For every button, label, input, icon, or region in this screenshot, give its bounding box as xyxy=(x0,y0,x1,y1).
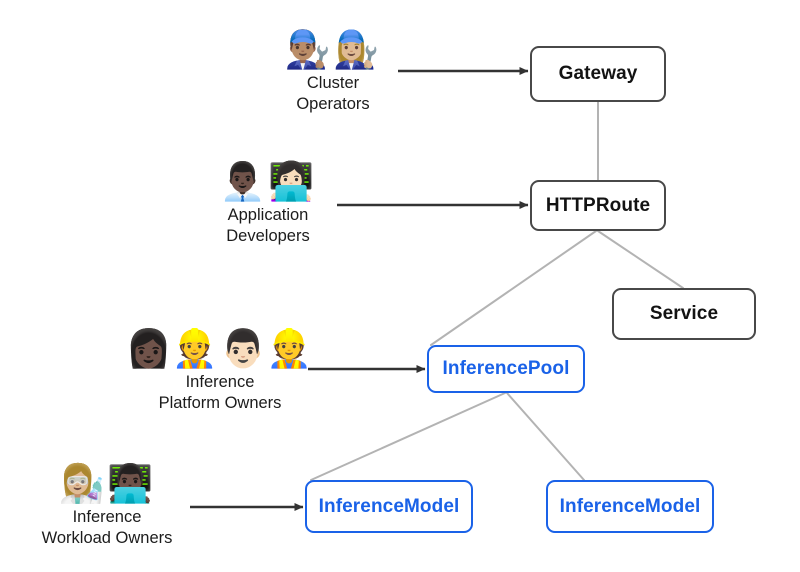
link-inferencepool-inferencemodel-1 xyxy=(310,392,506,481)
persona-inference-platform-owners: 👩🏿‍👷👨🏻‍👷 Inference Platform Owners xyxy=(105,327,335,414)
persona-application-developers: 👨🏿‍💼👩🏻‍💻 Application Developers xyxy=(153,160,383,247)
persona-label-line1: Application xyxy=(227,206,309,224)
persona-label-line1: Cluster xyxy=(306,74,360,92)
link-httproute-service xyxy=(597,230,684,289)
node-inferencemodel-1[interactable]: InferenceModel xyxy=(305,480,473,533)
persona-inference-workload-owners: 👩🏼‍🔬👨🏿‍💻 Inference Workload Owners xyxy=(0,462,222,549)
persona-label-line2: Platform Owners xyxy=(158,394,282,412)
link-httproute-inferencepool xyxy=(430,230,597,346)
node-gateway[interactable]: Gateway xyxy=(530,46,666,102)
node-service[interactable]: Service xyxy=(612,288,756,340)
persona-label-line2: Workload Owners xyxy=(41,529,173,547)
link-inferencepool-inferencemodel-2 xyxy=(506,392,585,481)
node-httproute[interactable]: HTTPRoute xyxy=(530,180,666,231)
inference-workload-owners-emoji-icon: 👩🏼‍🔬👨🏿‍💻 xyxy=(58,462,156,505)
persona-label-line1: Inference xyxy=(72,508,142,526)
application-developers-emoji-icon: 👨🏿‍💼👩🏻‍💻 xyxy=(219,160,317,203)
inference-platform-owners-emoji-icon: 👩🏿‍👷👨🏻‍👷 xyxy=(125,327,315,370)
persona-label-line1: Inference xyxy=(185,373,255,391)
persona-label-application-developers: Application Developers xyxy=(226,205,309,247)
persona-cluster-operators: 👨🏽‍🔧👩🏼‍🔧 Cluster Operators xyxy=(218,28,448,115)
persona-label-line2: Developers xyxy=(226,227,310,245)
persona-label-inference-platform-owners: Inference Platform Owners xyxy=(159,372,282,414)
persona-label-cluster-operators: Cluster Operators xyxy=(296,73,369,115)
persona-label-line2: Operators xyxy=(296,95,370,113)
node-inferencepool[interactable]: InferencePool xyxy=(427,345,585,393)
persona-label-inference-workload-owners: Inference Workload Owners xyxy=(42,507,173,549)
cluster-operators-emoji-icon: 👨🏽‍🔧👩🏼‍🔧 xyxy=(284,28,382,71)
node-inferencemodel-2[interactable]: InferenceModel xyxy=(546,480,714,533)
